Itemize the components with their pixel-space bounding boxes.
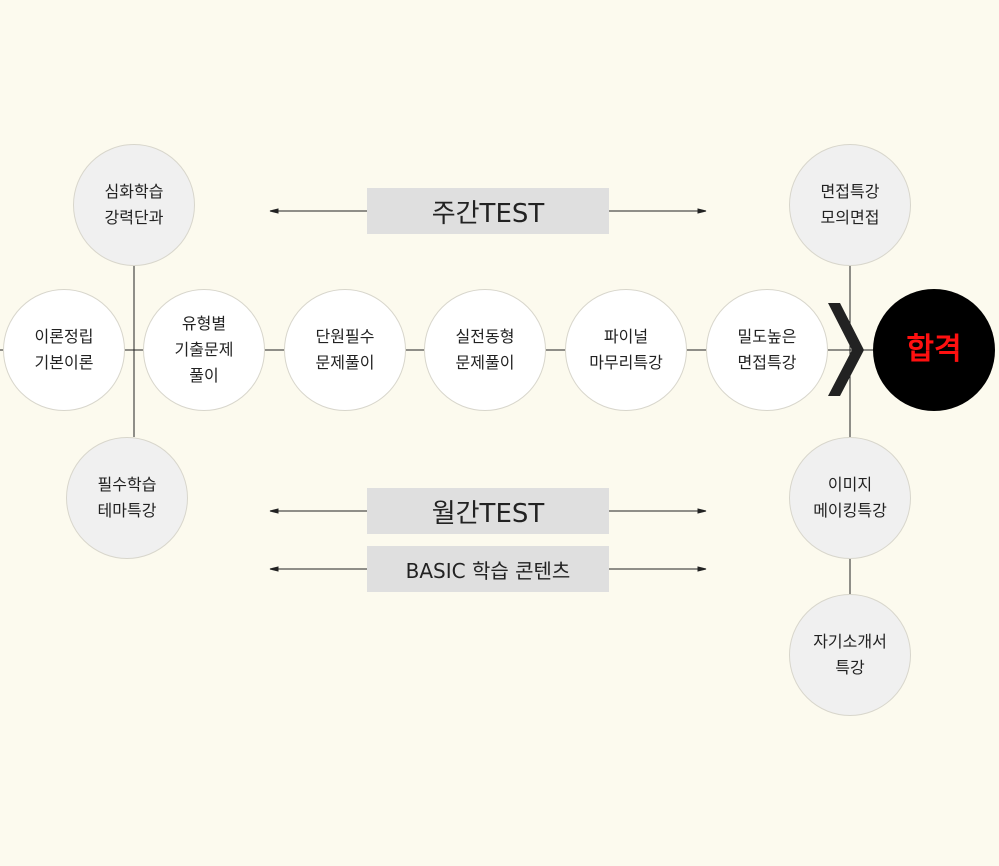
branch-image-making: 이미지 메이킹특강: [789, 437, 911, 559]
monthly-test-bar: 월간TEST: [367, 488, 609, 534]
step-basic-theory: 이론정립 기본이론: [3, 289, 125, 411]
step-past-exams: 유형별 기출문제 풀이: [143, 289, 265, 411]
goal-pass: 합격: [873, 289, 995, 411]
branch-theme: 필수학습 테마특강: [66, 437, 188, 559]
step-final: 파이널 마무리특강: [565, 289, 687, 411]
branch-mock-interview: 면접특강 모의면접: [789, 144, 911, 266]
step-interview: 밀도높은 면접특강: [706, 289, 828, 411]
chevron-right-icon: [828, 303, 864, 396]
branch-advanced: 심화학습 강력단과: [73, 144, 195, 266]
step-unit-problems: 단원필수 문제풀이: [284, 289, 406, 411]
step-mock-problems: 실전동형 문제풀이: [424, 289, 546, 411]
weekly-test-bar: 주간TEST: [367, 188, 609, 234]
basic-content-bar: BASIC 학습 콘텐츠: [367, 546, 609, 592]
branch-self-intro: 자기소개서 특강: [789, 594, 911, 716]
